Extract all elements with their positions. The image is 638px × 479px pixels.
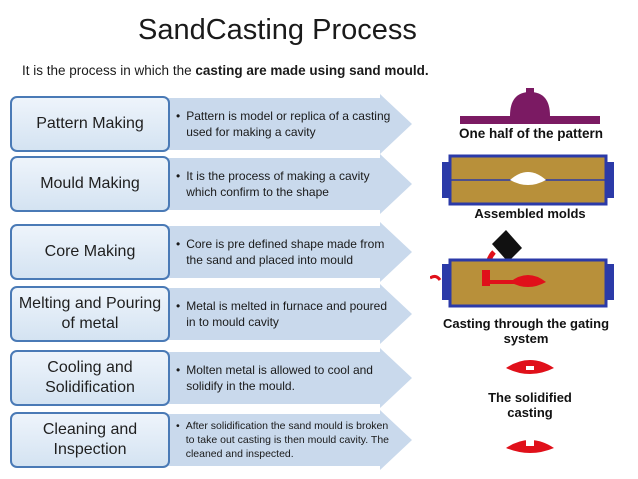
step-box-cooling: Cooling and Solidification [10,350,170,406]
step-box-cleaning: Cleaning and Inspection [10,412,170,468]
step-description: •After solidification the sand mould is … [176,420,389,460]
pouring-illustration [430,230,614,308]
caption-solidified-line1: The solidified [488,390,572,405]
page-title: SandCasting Process [138,14,417,46]
caption-gating-line1: Casting through the gating [442,316,610,331]
step-description: •Metal is melted in furnace and poured i… [176,299,387,329]
step-row-core-making: Core Making •Core is pre defined shape m… [0,222,420,282]
solidified-casting-illustration [506,360,554,374]
assembled-mold-illustration [442,154,614,206]
caption-solidified-line2: casting [507,405,553,420]
step-box-mould-making: Mould Making [10,156,170,212]
step-arrow [150,410,412,470]
subtitle-emphasis: casting are made using sand mould. [195,63,429,78]
step-arrow [150,154,412,214]
step-row-melting-pouring: Melting and Pouring of metal •Metal is m… [0,284,420,344]
step-description: •Core is pre defined shape made from the… [176,237,385,267]
step-row-pattern-making: Pattern Making •Pattern is model or repl… [0,94,420,154]
step-arrow [150,284,412,344]
step-description: •It is the process of making a cavity wh… [176,169,370,199]
cleaned-casting-illustration [506,438,554,453]
caption-solidified: The solidified casting [450,390,610,420]
caption-gating-line2: system [503,331,549,346]
subtitle-text: It is the process in which the [22,63,196,78]
caption-pattern: One half of the pattern [458,126,603,141]
page-subtitle: It is the process in which the casting a… [22,63,622,78]
step-box-core-making: Core Making [10,224,170,280]
step-box-pattern-making: Pattern Making [10,96,170,152]
caption-gating: Casting through the gating system [426,316,626,346]
step-arrow [150,222,412,282]
step-arrow [150,94,412,154]
step-row-cleaning: Cleaning and Inspection •After solidific… [0,410,420,470]
pattern-half-illustration [460,88,600,124]
step-box-melting-pouring: Melting and Pouring of metal [10,286,170,342]
caption-assembled: Assembled molds [474,206,586,221]
step-description: •Pattern is model or replica of a castin… [176,109,391,139]
step-description: •Molten metal is allowed to cool and sol… [176,363,373,393]
step-row-mould-making: Mould Making •It is the process of makin… [0,154,420,214]
step-arrow [150,348,412,408]
step-row-cooling: Cooling and Solidification •Molten metal… [0,348,420,408]
